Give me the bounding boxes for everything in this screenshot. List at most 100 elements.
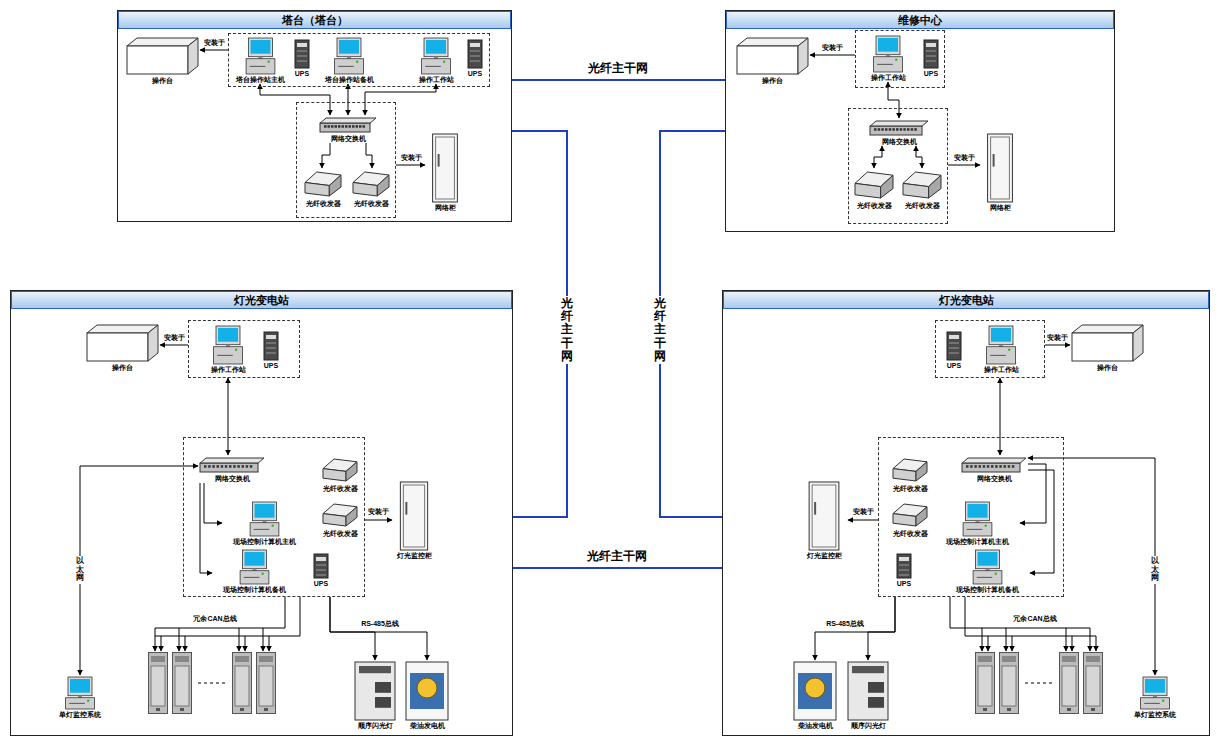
equipment-group: 塔台操作站主机UPS塔台操作站备机操作工作站UPS: [228, 33, 490, 87]
device-label: 网络交换机: [215, 474, 250, 483]
site-panel: 灯光变电站操作台操作工作站UPS网络交换机光纤收发器现场控制计算机主机光纤收发器…: [10, 290, 513, 736]
device-label: 操作台: [1097, 363, 1118, 372]
flasher-cabinet: 顺序闪光灯: [352, 660, 398, 730]
connector-layer: [80, 50, 1155, 675]
computer-icon: [202, 325, 254, 365]
ups-unit-icon: [312, 553, 330, 579]
bus-label: 冗余CAN总线: [192, 615, 237, 623]
edge-label: 安装于: [400, 154, 423, 162]
connector: [330, 597, 427, 660]
ups-unit: UPS: [293, 38, 311, 78]
network-switch: 网络交换机: [318, 115, 378, 143]
device-label: 网络交换机: [331, 134, 366, 143]
device-label: 顺序闪光灯: [851, 721, 886, 730]
panel-header: 塔台（塔台）: [118, 11, 511, 29]
operator-desk: 操作台: [85, 322, 160, 372]
device-label: 操作工作站: [419, 75, 454, 84]
site-panel: 维修中心操作台操作工作站UPS网络交换机光纤收发器光纤收发器网络柜: [725, 10, 1115, 232]
equipment-cabinet: 灯光监控柜: [800, 480, 848, 560]
equipment-cabinet: 网络柜: [980, 132, 1020, 212]
diesel-generator: 柴油发电机: [402, 660, 452, 730]
connector: [874, 146, 882, 168]
connector: [204, 483, 222, 523]
equipment-group: 网络交换机光纤收发器 光纤收发器: [296, 102, 396, 218]
operator-desk: 操作台: [125, 35, 200, 85]
panel-title: 灯光变电站: [234, 294, 289, 307]
device-label: 操作工作站: [871, 73, 906, 82]
can-bus-line: [965, 597, 1096, 636]
edge-label: 光纤主干网: [561, 296, 573, 364]
can-drop: [1090, 628, 1091, 651]
fiber-backbone: [513, 567, 722, 569]
fiber-transceiver-icon: [852, 169, 896, 201]
can-drop: [1006, 628, 1007, 651]
computer: 现场控制计算机备机: [945, 548, 1030, 594]
site-panel: 灯光变电站UPS操作工作站操作台光纤收发器网络交换机光纤收发器现场控制计算机主机…: [722, 290, 1210, 736]
computer: 现场控制计算机主机: [935, 500, 1020, 546]
connector: [322, 143, 330, 168]
operator-desk-icon: [735, 36, 810, 76]
computer-icon: [320, 37, 378, 75]
flasher-cabinet-icon: [845, 661, 891, 721]
panel-title: 维修中心: [898, 14, 942, 27]
fiber-backbone: [512, 79, 725, 81]
diesel-generator-icon: [790, 661, 840, 721]
flasher-cabinet-icon: [352, 661, 398, 721]
regulator-cabinet: [1084, 653, 1103, 714]
regulator-cabinets: [149, 653, 1103, 714]
equipment-cabinet: 灯光监控柜: [392, 480, 436, 560]
computer-icon: [212, 549, 297, 585]
can-drop: [982, 628, 983, 651]
panel-header: 灯光变电站: [723, 291, 1209, 309]
panel-header: 灯光变电站: [11, 291, 512, 309]
device-label: 网络柜: [435, 203, 456, 212]
ups-unit-icon: [262, 331, 280, 361]
device-label: 操作台: [762, 76, 783, 85]
ups-unit: UPS: [945, 330, 963, 370]
bus-label: 冗余CAN总线: [1012, 615, 1057, 623]
can-drop: [988, 636, 989, 651]
device-label: 操作台: [152, 76, 173, 85]
device-label: UPS: [314, 579, 328, 588]
can-bus-line: [155, 597, 285, 628]
equipment-cabinet-icon: [392, 481, 436, 551]
ups-unit-icon: [466, 39, 484, 69]
can-bus-line: [950, 597, 1090, 628]
fiber-transceiver: 光纤收发器: [900, 168, 944, 210]
operator-desk: 操作台: [1070, 322, 1145, 372]
regulator-cabinet: [173, 653, 192, 714]
equipment-cabinet-icon: [800, 481, 848, 551]
connector: [948, 165, 980, 166]
computer-icon: [1120, 676, 1190, 710]
device-label: 光纤收发器: [306, 199, 341, 208]
fiber-transceiver: 光纤收发器: [302, 168, 344, 208]
equipment-group: 网络交换机光纤收发器光纤收发器: [848, 108, 948, 224]
bus-label: RS-485总线: [825, 620, 865, 628]
device-label: 单灯监控系统: [1134, 710, 1176, 719]
device-label: 光纤收发器: [857, 201, 892, 210]
network-switch: 网络交换机: [198, 455, 266, 483]
connector: [348, 84, 349, 115]
fiber-backbone: [512, 131, 567, 517]
device-label: 操作台: [112, 363, 133, 372]
regulator-cabinet: [976, 653, 995, 714]
bus-label: RS-485总线: [360, 620, 400, 628]
regulator-cabinet: [1000, 653, 1019, 714]
edge-label: 光纤主干网: [586, 550, 648, 563]
computer-icon: [935, 501, 1020, 537]
network-switch-icon: [198, 456, 266, 474]
edge-label: 以太网: [1151, 556, 1159, 584]
device-label: 现场控制计算机主机: [233, 537, 296, 546]
edge-label: 安装于: [852, 508, 875, 516]
device-label: 光纤收发器: [323, 484, 358, 493]
can-drop: [161, 636, 162, 651]
connector: [1000, 378, 1001, 455]
regulator-cabinet: [1060, 653, 1079, 714]
device-label: 光纤收发器: [354, 199, 389, 208]
device-label: 操作工作站: [211, 365, 246, 374]
computer: 单灯监控系统: [1120, 675, 1190, 719]
connector: [868, 597, 895, 660]
can-drop: [1096, 636, 1097, 651]
network-switch-icon: [960, 456, 1028, 474]
